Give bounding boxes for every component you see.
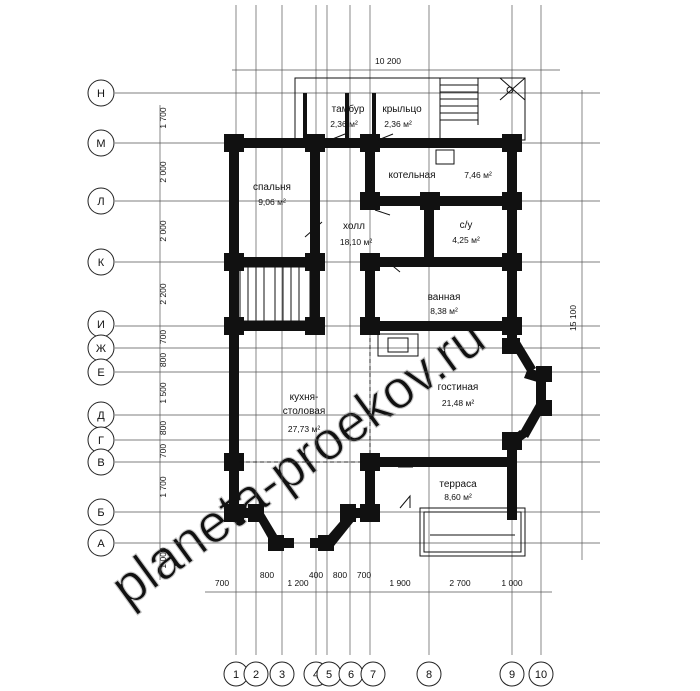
room-area-vannaya: 8,38 м² xyxy=(430,306,458,316)
column-axis-label-1: 1 xyxy=(233,669,239,681)
room-area-terrasa: 8,60 м² xyxy=(444,492,472,502)
dimension-bottom-7: 1 900 xyxy=(389,578,411,588)
room-area-kuhnya: 27,73 м² xyxy=(288,424,320,434)
thin-lines xyxy=(235,77,526,557)
dimension-bottom-4: 400 xyxy=(309,570,323,580)
room-name-holl: холл xyxy=(343,221,365,232)
row-axis-markers: Н М Л К И Ж Е Д Г В Б А xyxy=(87,79,115,557)
room-name-su: с/у xyxy=(460,220,473,231)
dimension-left-10: 1 700 xyxy=(158,476,168,498)
row-axis-label-g: Г xyxy=(98,435,104,447)
row-axis-label-a: А xyxy=(97,538,105,550)
column-axis-label-4: 4 xyxy=(313,669,319,681)
dimension-left-3: 2 000 xyxy=(158,220,168,242)
column-axis-label-8: 8 xyxy=(426,669,432,681)
room-area-holl: 18,10 м² xyxy=(340,237,372,247)
column-axis-label-5: 5 xyxy=(326,669,332,681)
dimension-bottom-6: 700 xyxy=(357,570,371,580)
room-area-gostinaya: 21,48 м² xyxy=(442,398,474,408)
room-name-vannaya: ванная xyxy=(428,292,461,303)
row-axis-label-e: Е xyxy=(97,367,104,379)
column-axis-label-2: 2 xyxy=(253,669,259,681)
dimension-left-2: 2 000 xyxy=(158,161,168,183)
room-area-spalnya: 9,06 м² xyxy=(258,197,286,207)
room-area-su: 4,25 м² xyxy=(452,235,480,245)
column-axis-label-3: 3 xyxy=(279,669,285,681)
dimension-left-9: 700 xyxy=(158,444,168,458)
room-area-tambur: 2,36 м² xyxy=(330,119,358,129)
dimensions: 10 200 15 100 1 700 2 000 2 000 2 200 70… xyxy=(158,56,578,588)
row-axis-label-n: Н xyxy=(97,88,105,100)
row-axis-label-i: И xyxy=(97,319,105,331)
dimension-left-4: 2 200 xyxy=(158,283,168,305)
dimension-total-length: 15 100 xyxy=(568,305,578,331)
dimension-left-11: 1 000 xyxy=(158,547,168,569)
dimension-left-8: 800 xyxy=(158,421,168,435)
horizontal-grid-lines xyxy=(115,92,600,544)
room-name-kotelnaya: котельная xyxy=(388,170,435,181)
room-name-gostinaya: гостиная xyxy=(438,382,479,393)
dimension-bottom-1: 700 xyxy=(215,578,229,588)
dimension-left-6: 800 xyxy=(158,353,168,367)
dimension-total-width: 10 200 xyxy=(375,56,401,66)
dimension-left-7: 1 500 xyxy=(158,382,168,404)
room-name-terrasa: терраса xyxy=(439,479,477,490)
room-area-krylco: 2,36 м² xyxy=(384,119,412,129)
dimension-bottom-9: 1 000 xyxy=(501,578,523,588)
dimension-left-5: 700 xyxy=(158,330,168,344)
room-name-kuhnya-line2: столовая xyxy=(283,406,326,417)
room-area-kotelnaya: 7,46 м² xyxy=(464,170,492,180)
dimension-bottom-2: 800 xyxy=(260,570,274,580)
room-name-kuhnya: кухня- xyxy=(290,392,319,403)
row-axis-label-v: В xyxy=(97,457,104,469)
dimension-bottom-8: 2 700 xyxy=(449,578,471,588)
room-labels: тамбур 2,36 м² крыльцо 2,36 м² котельная… xyxy=(253,103,492,502)
row-axis-label-b: Б xyxy=(97,507,104,519)
row-axis-label-d: Д xyxy=(97,410,105,422)
room-name-tambur: тамбур xyxy=(332,103,365,115)
dimension-bottom-5: 800 xyxy=(333,570,347,580)
dimension-left-1: 1 700 xyxy=(158,107,168,129)
column-axis-label-7: 7 xyxy=(370,669,376,681)
row-axis-label-zh: Ж xyxy=(96,343,106,355)
column-axis-label-6: 6 xyxy=(348,669,354,681)
room-name-krylco: крыльцо xyxy=(382,104,422,115)
room-name-spalnya: спальня xyxy=(253,182,291,193)
column-axis-label-10: 10 xyxy=(535,669,547,681)
dimension-bottom-3: 1 200 xyxy=(287,578,309,588)
row-axis-label-k: К xyxy=(98,257,105,269)
column-axis-markers: 1 2 3 4 5 6 7 8 9 10 xyxy=(223,661,554,687)
row-axis-label-m: М xyxy=(96,138,105,150)
row-axis-label-l: Л xyxy=(97,196,104,208)
column-axis-label-9: 9 xyxy=(509,669,515,681)
